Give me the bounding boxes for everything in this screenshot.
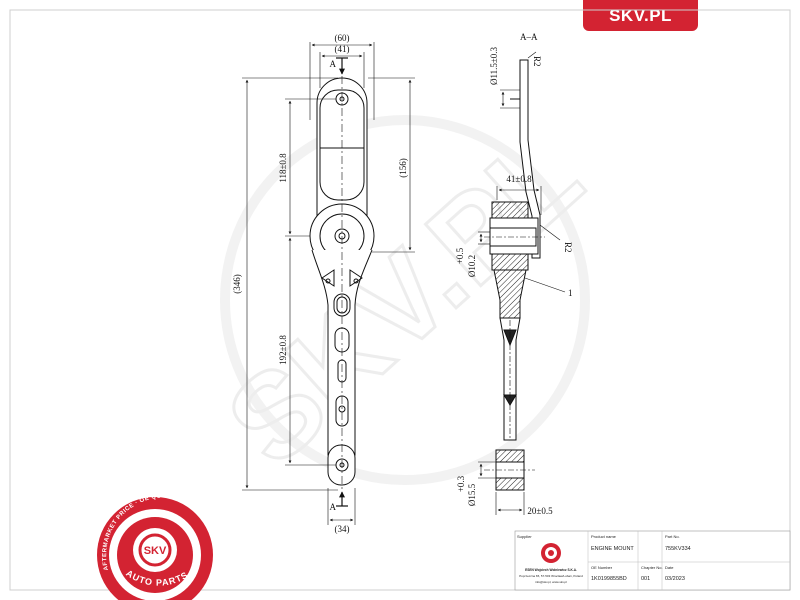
radius-label-mid: R2: [563, 242, 573, 253]
dim-d15: Ø15.5: [467, 483, 477, 506]
section-mark-bottom: A: [330, 502, 337, 512]
tb-oe-label: OE Number: [591, 565, 613, 570]
dim-346: (346): [232, 274, 242, 294]
tb-date-label: Date: [665, 565, 674, 570]
front-dimensions: [242, 42, 415, 525]
tb-product-label: Product name: [591, 534, 617, 539]
drawing-frame: [9, 9, 791, 591]
tb-chapter-no: 001: [641, 576, 650, 582]
tb-company-name: ESEN Wojciech Wolniewicz S.K.A.: [525, 568, 577, 572]
brand-logo-tab: SKV.PL: [583, 0, 698, 31]
callout-1: 1: [568, 288, 573, 298]
dim-20: 20±0.5: [527, 506, 553, 516]
tb-product-name: ENGINE MOUNT: [591, 546, 634, 552]
tb-chapter-label: Chapter No.: [641, 565, 663, 570]
dim-156: (156): [398, 158, 408, 178]
dim-d10: Ø10.2: [467, 255, 477, 277]
quality-seal: SKV AFTERMARKET PRICE · OE QUALITY AUTO …: [97, 494, 213, 600]
tb-partno-label: Part No.: [665, 534, 680, 539]
tb-date: 03/2023: [665, 576, 685, 582]
dim-60: (60): [335, 33, 350, 43]
dim-d11: Ø11.5±0.3: [489, 46, 499, 85]
dim-34: (34): [335, 524, 350, 534]
tb-company-address: Poprzeczna 65, 57-503 Wrocław/Lubań, Pol…: [519, 574, 583, 578]
dim-192: 192±0.8: [278, 335, 288, 365]
tb-supplier-label: Supplier: [517, 534, 532, 539]
title-block: Supplier ESEN Wojciech Wolniewicz S.K.A.…: [514, 530, 791, 591]
tb-oe-number: 1K0199855BD: [591, 576, 627, 582]
dim-41-section: 41±0.8: [506, 174, 532, 184]
dim-d10-tol: +0.5: [455, 247, 465, 264]
dim-d15-tol: +0.3: [456, 475, 466, 492]
section-dimension-labels: A–A Ø11.5±0.3 41±0.8 Ø10.2 +0.5 Ø15.5 +0…: [455, 32, 573, 516]
dim-118: 118±0.8: [278, 153, 288, 183]
section-title: A–A: [520, 32, 538, 42]
radius-label-top: R2: [532, 56, 542, 67]
section-view: [484, 59, 545, 491]
front-dimension-labels: (60) (41) (346) 118±0.8 192±0.8 (156) (3…: [232, 33, 408, 534]
dim-41: (41): [335, 44, 350, 54]
tb-part-no: 755KV334: [665, 546, 691, 552]
tb-company-contact: info@skv.pl, www.skv.pl: [535, 580, 567, 584]
svg-text:SKV: SKV: [144, 545, 167, 557]
section-mark-top: A: [330, 59, 337, 69]
front-view: [309, 60, 375, 500]
section-dimensions: [478, 51, 566, 515]
